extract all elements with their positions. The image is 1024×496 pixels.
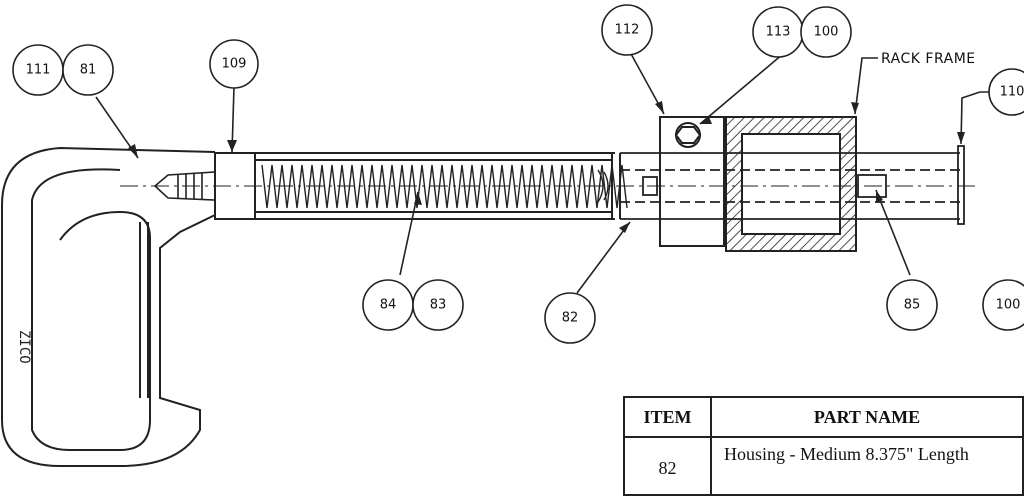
- callout-100a: 100: [814, 25, 839, 40]
- leader-lines: [95, 47, 990, 294]
- parts-table-header-row: ITEM PART NAME: [622, 396, 1024, 438]
- callout-112-circle: [601, 4, 653, 56]
- callout-109-circle: [209, 39, 259, 89]
- callout-83-circle: [412, 279, 464, 331]
- collar: [659, 116, 725, 247]
- callout-111: 111: [26, 63, 51, 78]
- balloon-callouts: [12, 4, 1024, 344]
- table-row: 82 Housing - Medium 8.375" Length: [622, 436, 1024, 496]
- callout-83: 83: [430, 298, 447, 313]
- rack-frame-label: RACK FRAME: [881, 51, 976, 67]
- callout-82-circle: [544, 292, 596, 344]
- balloon-numbers: 111 81 109 84 83 82 112 113 100 110 85 1…: [26, 23, 1024, 326]
- body-marking: ZICO: [16, 330, 32, 364]
- callout-85: 85: [904, 298, 921, 313]
- item-column-header: ITEM: [622, 396, 713, 438]
- callout-82: 82: [562, 311, 579, 326]
- leader-arrowheads: [128, 101, 965, 233]
- callout-81-circle: [62, 44, 114, 96]
- part-name-column-header: PART NAME: [710, 396, 1024, 438]
- callout-109: 109: [222, 57, 247, 72]
- callout-112: 112: [615, 23, 640, 38]
- item-number-cell: 82: [622, 436, 713, 496]
- part-name-cell: Housing - Medium 8.375" Length: [710, 436, 1024, 496]
- callout-110: 110: [1000, 85, 1024, 100]
- housing-tube: [214, 152, 621, 220]
- spring-end-coil: [597, 169, 609, 203]
- spring: [261, 164, 628, 209]
- assembly-drawing: ZICO: [0, 4, 1024, 467]
- callout-100a-circle: [800, 6, 852, 58]
- callout-100b: 100: [996, 298, 1021, 313]
- callout-113: 113: [766, 25, 791, 40]
- callout-81: 81: [80, 63, 97, 78]
- clamp-body: [0, 146, 216, 467]
- retaining-washer: [957, 145, 965, 225]
- callout-100b-circle: [982, 279, 1024, 331]
- callout-110-circle: [988, 68, 1024, 116]
- callout-85-circle: [886, 279, 938, 331]
- callout-84: 84: [380, 298, 397, 313]
- rack-frame-section: [725, 116, 857, 252]
- plunger-rod: [620, 152, 960, 220]
- parts-table: ITEM PART NAME 82 Housing - Medium 8.375…: [622, 396, 1024, 496]
